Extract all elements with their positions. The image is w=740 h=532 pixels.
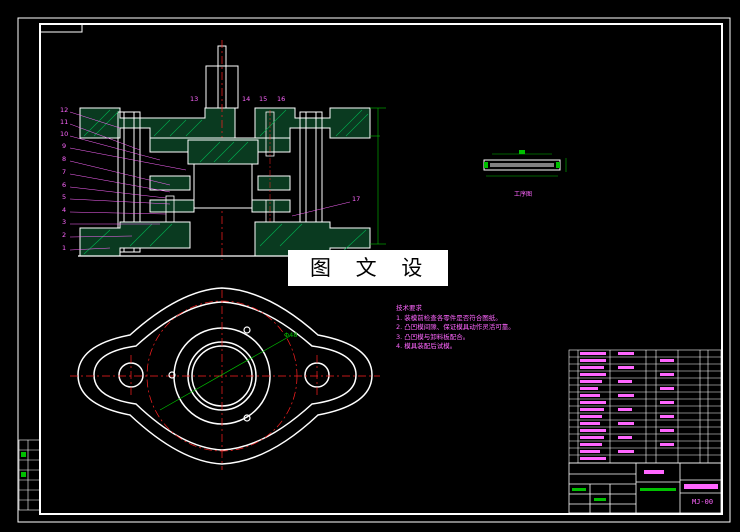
corner-tab [39,23,83,33]
flange-inner-outline [93,301,357,451]
part-number-4: 4 [62,206,67,214]
pin-holes [168,326,251,422]
lower-plate [79,221,371,257]
part-number-7: 7 [62,168,67,176]
technical-notes-title: 技术要求 [396,304,422,312]
technical-note-1: 1. 装模前检查各零件是否符合图纸。 [396,313,502,322]
die-shank [205,40,239,260]
plan-centerlines [70,290,380,470]
diameter-label: Φ48 [284,331,298,339]
part-number-6: 6 [62,181,67,189]
part-number-8: 8 [62,155,67,163]
drawing-border [39,23,723,515]
part-number-15: 15 [259,95,268,103]
part-number-5: 5 [62,193,67,201]
title-block [568,462,722,514]
outer-frame [17,17,731,523]
section-view [78,40,386,260]
technical-notes: 技术要求 1. 装模前检查各零件是否符合图纸。 2. 凸凹模间隙、保证模具动作灵… [396,304,515,352]
part-number-9: 9 [62,142,67,150]
side-margin-table [18,439,41,511]
part-number-13: 13 [190,95,199,103]
part-number-10: 10 [60,130,69,138]
flange-outline [77,287,373,465]
watermark: 图 文 设 计 [288,250,448,316]
part-number-16: 16 [277,95,286,103]
part-number-11: 11 [60,118,69,126]
diameter-dimension [159,335,291,411]
parts-list-table [568,349,722,464]
part-number-2: 2 [62,231,67,239]
section-hatching [83,109,369,255]
technical-note-3: 3. 凸凹模与卸料板配合。 [396,332,470,341]
workpiece-sketch [483,150,567,177]
vertical-dimensions [370,107,386,245]
punch-block [149,137,291,213]
part-number-14: 14 [242,95,251,103]
part-number-17: 17 [352,195,361,203]
parts-list-fill [580,352,674,460]
part-number-12: 12 [60,106,69,114]
technical-note-2: 2. 凸凹模间隙、保证模具动作灵活可靠。 [396,323,515,331]
technical-note-4: 4. 模具装配后试模。 [396,342,457,350]
drawing-number: MJ-00 [692,498,714,506]
part-number-1: 1 [62,244,67,252]
part-number-3: 3 [62,218,67,226]
part-leaders-left [69,111,351,251]
workpiece-caption: 工序图 [514,191,533,198]
